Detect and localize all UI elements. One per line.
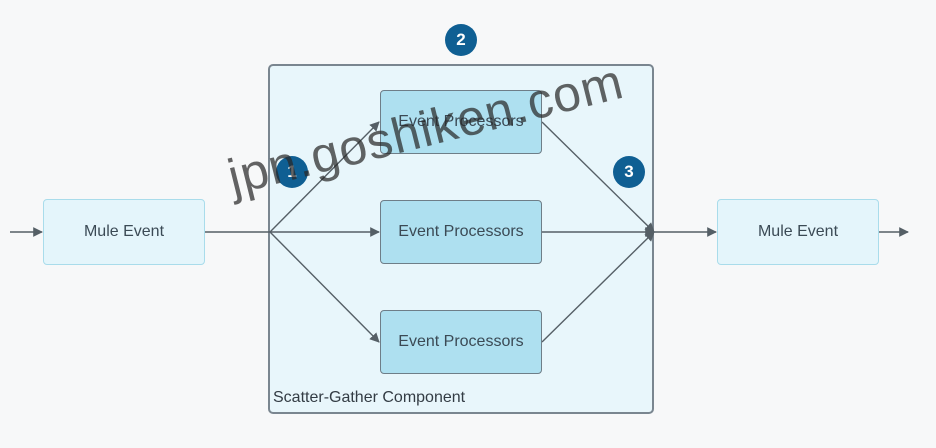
input-mule-event: Mule Event (43, 199, 205, 265)
event-processor-2: Event Processors (380, 200, 542, 264)
step-badge-1: 1 (276, 156, 308, 188)
route-arrow-top (269, 121, 380, 233)
gather-arrow-top (541, 121, 655, 233)
scatter-gather-label: Scatter-Gather Component (273, 389, 466, 406)
event-processor-3: Event Processors (380, 310, 542, 374)
step-badge-2: 2 (445, 24, 477, 56)
event-processor-1: Event Processors (380, 90, 542, 154)
route-arrow-bottom (269, 231, 380, 343)
step-badge-3: 3 (613, 156, 645, 188)
gather-arrow-bottom (541, 231, 655, 343)
output-mule-event: Mule Event (717, 199, 879, 265)
